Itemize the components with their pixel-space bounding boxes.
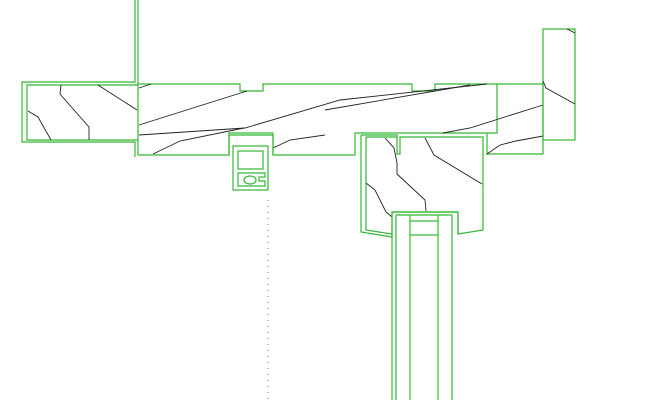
- sash: [360, 134, 484, 238]
- post: [542, 28, 576, 141]
- clip-profile: [228, 134, 274, 191]
- glazing: [391, 211, 459, 400]
- left-block: [26, 84, 138, 141]
- main-beam: [138, 83, 498, 156]
- right-frame: [442, 83, 544, 155]
- vertical-plate: [21, 0, 139, 157]
